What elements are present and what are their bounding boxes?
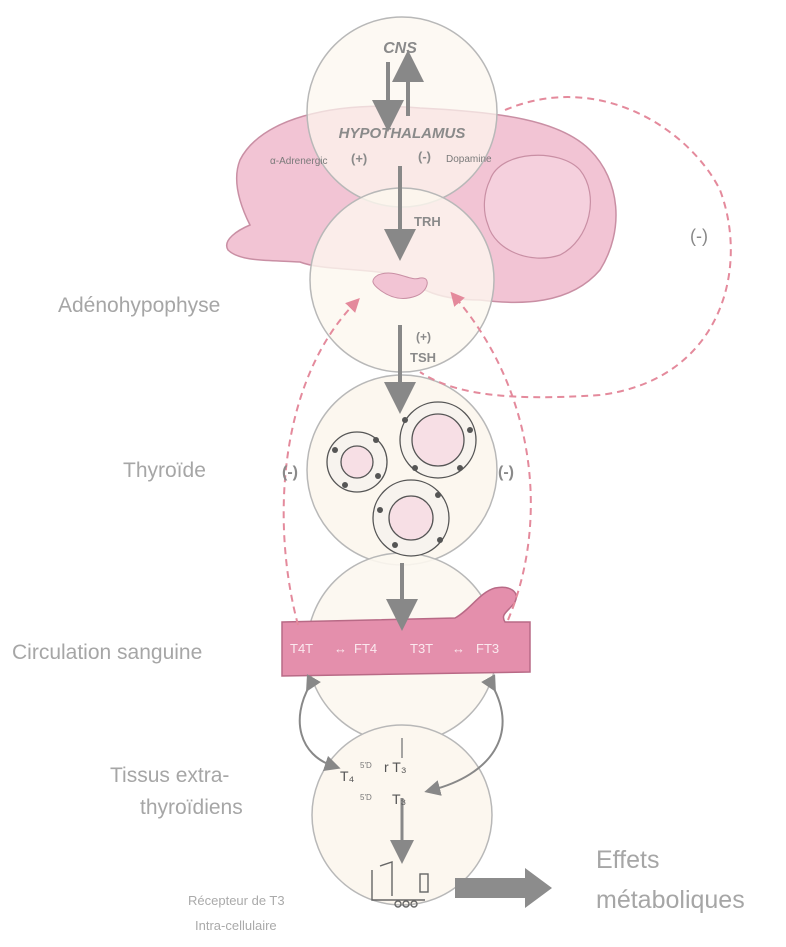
inhibition-label-hypothalamus: (-) (418, 149, 431, 164)
adenohypophyse-label: Adénohypophyse (58, 294, 220, 317)
t3-tissue-label: T₃ (392, 791, 406, 807)
hypothalamus-label: HYPOTHALAMUS (339, 125, 466, 142)
t4-tissue-label: T₄ (340, 768, 355, 784)
tsh-label: TSH (410, 350, 436, 365)
exchange-arrow-1: ↔ (334, 641, 347, 656)
effets-label-line2: métaboliques (596, 886, 745, 914)
deiodinase-label-1: 5'D (360, 761, 372, 770)
stimulation-label-hypothalamus: (+) (351, 151, 367, 166)
recepteur-label-line2: Intra-cellulaire (195, 918, 277, 933)
ft3-label: FT3 (476, 641, 499, 656)
tissus-label-line2: thyroïdiens (140, 796, 243, 819)
t3-total-label: T3T (410, 641, 433, 656)
long-loop-inhibition-label: (-) (690, 226, 708, 246)
circulation-label: Circulation sanguine (12, 641, 202, 664)
cns-label: CNS (383, 40, 417, 57)
t4-total-label: T4T (290, 641, 313, 656)
alpha-adrenergic-label: α-Adrenergic (270, 156, 327, 167)
cerebellum-shape (484, 155, 590, 258)
thyroide-label: Thyroïde (123, 459, 206, 482)
stimulation-label-tsh: (+) (416, 330, 431, 344)
tissus-label-line1: Tissus extra- (110, 764, 229, 787)
deiodinase-label-2: 5'D (360, 793, 372, 802)
exchange-arrow-2: ↔ (452, 641, 465, 656)
ft4-label: FT4 (354, 641, 377, 656)
effets-label-line1: Effets (596, 846, 659, 874)
inhibition-label-right: (-) (498, 464, 514, 481)
inhibition-label-left: (-) (282, 464, 298, 481)
dopamine-label: Dopamine (446, 154, 492, 165)
recepteur-label-line1: Récepteur de T3 (188, 893, 285, 908)
rt3-label: r T₃ (384, 759, 407, 775)
trh-label: TRH (414, 214, 441, 229)
